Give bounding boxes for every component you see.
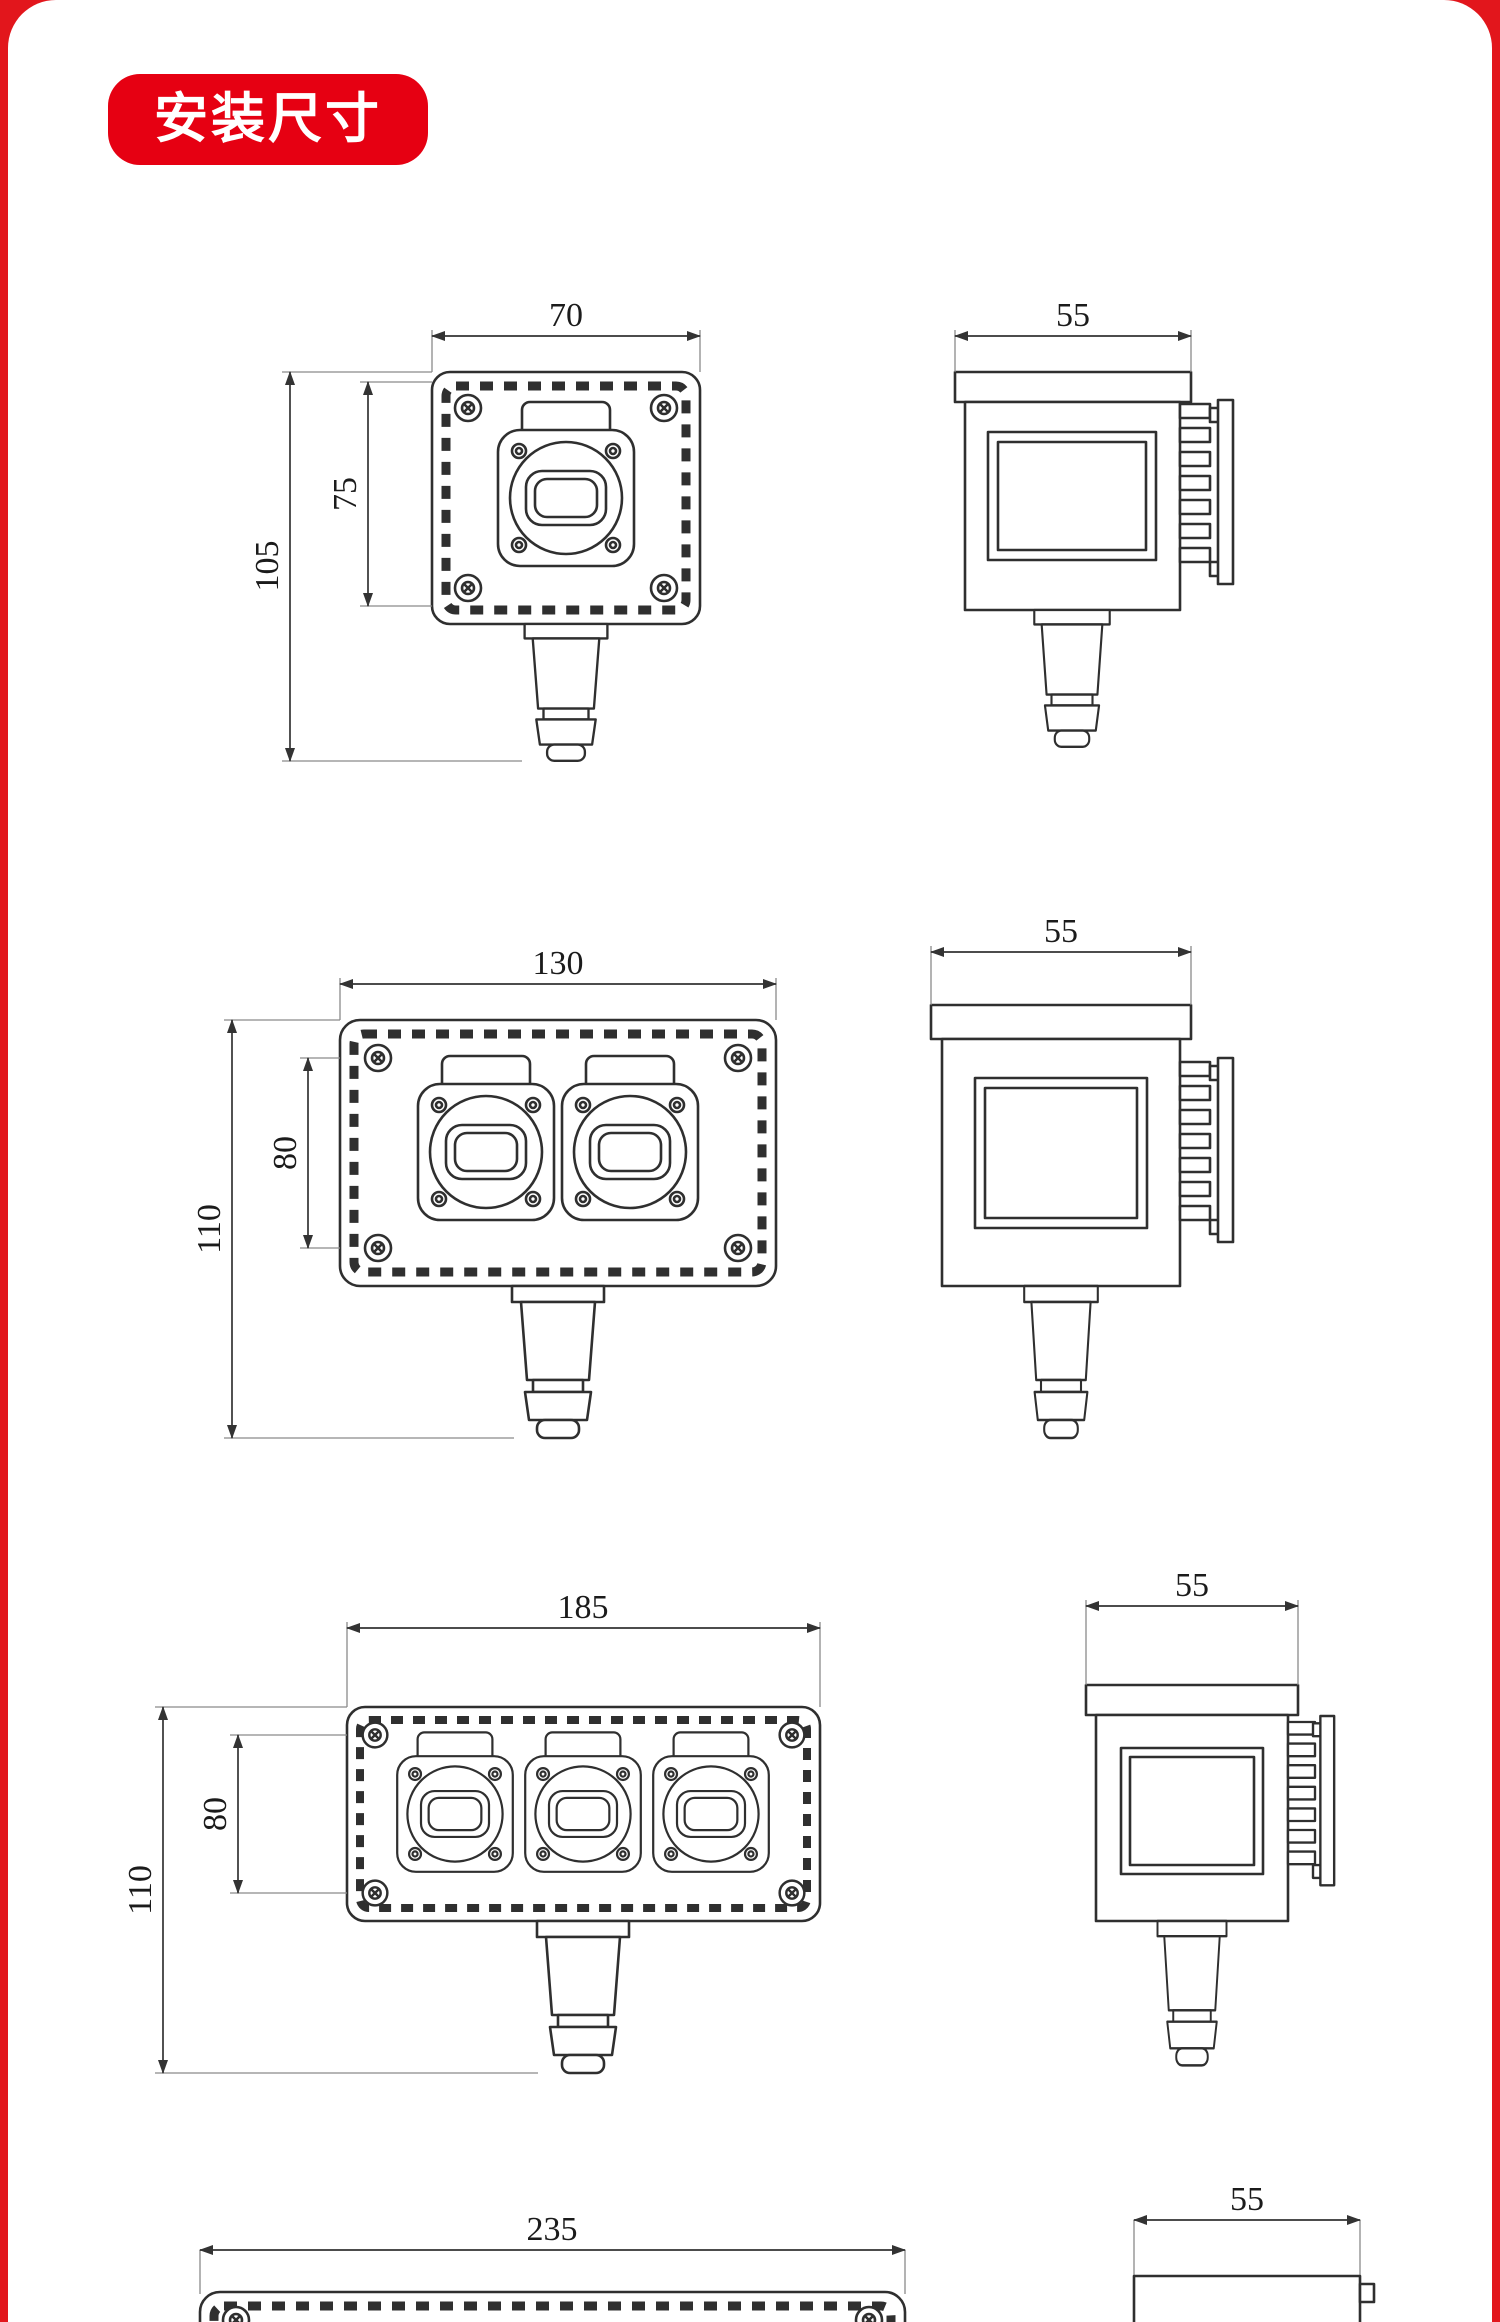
dim-double-side-depth: 55 xyxy=(930,913,1192,1005)
dim-label-spacing-triple: 80 xyxy=(197,1797,234,1831)
dim-single-front-hole-spacing: 75 xyxy=(327,381,432,607)
dim-label-spacing-double: 80 xyxy=(267,1136,304,1170)
dim-single-side-depth: 55 xyxy=(954,297,1192,372)
drawing-row-triple: 185 55 110 80 xyxy=(122,1567,1336,2075)
section-title-badge: 安装尺寸 xyxy=(108,74,428,166)
wide-front-view-partial xyxy=(198,2290,907,2322)
double-side-view xyxy=(929,1003,1235,1440)
dim-double-front-width: 130 xyxy=(339,945,777,1020)
dim-label-depth-double: 55 xyxy=(1044,913,1078,950)
dim-triple-side-depth: 55 xyxy=(1085,1567,1299,1685)
dim-triple-front-height: 110 xyxy=(122,1706,538,2074)
dim-double-front-height: 110 xyxy=(191,1019,514,1439)
triple-front-view xyxy=(345,1705,822,2075)
dim-label-width-double: 130 xyxy=(533,945,584,982)
dim-label-depth-triple: 55 xyxy=(1175,1567,1209,1604)
dim-double-front-hole-spacing: 80 xyxy=(267,1057,340,1249)
drawing-row-single: 70 55 105 75 xyxy=(249,297,1235,762)
dim-single-front-width: 70 xyxy=(431,297,701,372)
dim-label-width-triple: 185 xyxy=(558,1589,609,1626)
dim-label-height-single: 105 xyxy=(249,541,286,592)
dim-label-depth-single: 55 xyxy=(1056,297,1090,334)
triple-side-view xyxy=(1084,1683,1336,2067)
dim-label-spacing-single: 75 xyxy=(327,477,364,511)
dim-label-height-double: 110 xyxy=(191,1204,228,1254)
single-front-view xyxy=(430,370,702,762)
double-front-view xyxy=(338,1018,778,1440)
dim-label-depth-wide: 55 xyxy=(1230,2181,1264,2218)
single-side-view xyxy=(953,370,1235,748)
dim-label-height-triple: 110 xyxy=(122,1865,159,1915)
dim-triple-front-width: 185 xyxy=(346,1589,821,1707)
dim-wide-front-width: 235 xyxy=(199,2211,906,2294)
drawing-row-wide-partial: 235 55 xyxy=(198,2181,1376,2322)
dim-wide-side-depth: 55 xyxy=(1133,2181,1361,2278)
wide-side-view-partial xyxy=(1132,2274,1376,2322)
dim-single-front-height: 105 xyxy=(249,371,522,762)
dim-triple-front-hole-spacing: 80 xyxy=(197,1734,347,1894)
dim-label-width-wide: 235 xyxy=(527,2211,578,2248)
drawing-row-double: 130 55 110 80 xyxy=(191,913,1235,1440)
dim-label-width-single: 70 xyxy=(549,297,583,334)
